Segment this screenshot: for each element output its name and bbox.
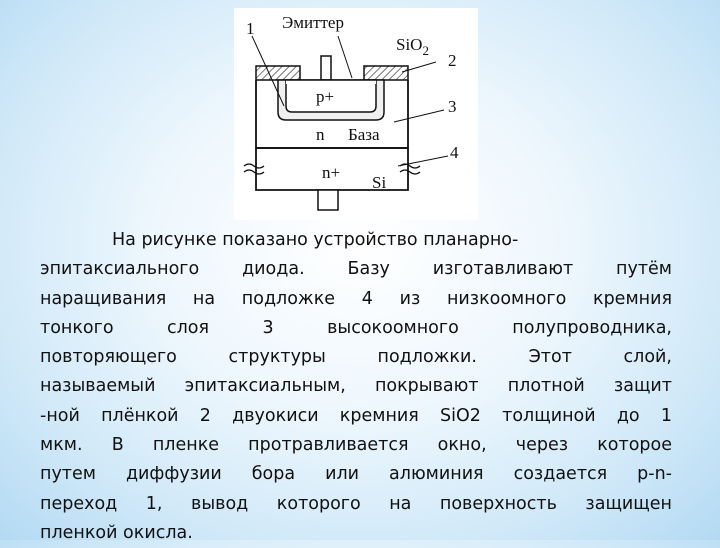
base-label: База — [348, 125, 380, 144]
diode-structure-diagram: Эмиттер SiO2 p+ n База n+ Si 1 2 3 4 — [234, 8, 478, 220]
emitter-label: Эмиттер — [282, 13, 344, 32]
n-label: n — [316, 125, 325, 144]
paragraph-line-5: повторяющего структуры подложки. Этот сл… — [40, 347, 672, 368]
oxide-layer-left — [255, 65, 301, 81]
paragraph-line-1: На рисунке показано устройство планарно- — [112, 230, 519, 250]
break-mark-right — [399, 163, 421, 175]
p-plus-label: p+ — [316, 87, 334, 106]
paragraph-line-7: -ной плёнкой 2 двуокиси кремния SiO2 тол… — [40, 405, 672, 426]
paragraph-line-8: мкм. В пленке протравливается окно, чере… — [40, 435, 672, 456]
oxide-label-subscript: 2 — [422, 43, 429, 58]
substrate-contact — [317, 189, 339, 211]
paragraph-line-3: наращивания на подложке 4 из низкоомного… — [40, 288, 672, 309]
emitter-contact — [320, 55, 332, 81]
description-paragraph: На рисунке показано устройство планарно-… — [40, 226, 672, 548]
paragraph-line-2: эпитаксиального диода. Базу изготавливаю… — [40, 259, 672, 280]
callout-1: 1 — [246, 19, 255, 38]
callout-3: 3 — [448, 97, 457, 116]
paragraph-line-10: переход 1, вывод которого на поверхность… — [40, 493, 672, 514]
break-mark-left — [243, 163, 265, 175]
paragraph-line-11: пленкой окисла. — [40, 522, 193, 543]
oxide-layer-right — [363, 65, 409, 81]
paragraph-line-4: тонкого слоя 3 высокоомного полупроводни… — [40, 317, 672, 338]
paragraph-line-6: называемый эпитаксиальным, покрывают пло… — [40, 376, 672, 397]
oxide-label: SiO2 — [396, 35, 429, 58]
si-label: Si — [372, 173, 386, 192]
oxide-label-main: SiO — [396, 35, 422, 54]
callout-4: 4 — [450, 143, 459, 162]
callout-2: 2 — [448, 51, 457, 70]
paragraph-line-9: путем диффузии бора или алюминия создает… — [40, 464, 672, 485]
diode-cross-section: Эмиттер SiO2 p+ n База n+ Si 1 2 3 4 — [243, 13, 459, 211]
n-plus-label: n+ — [322, 163, 340, 182]
